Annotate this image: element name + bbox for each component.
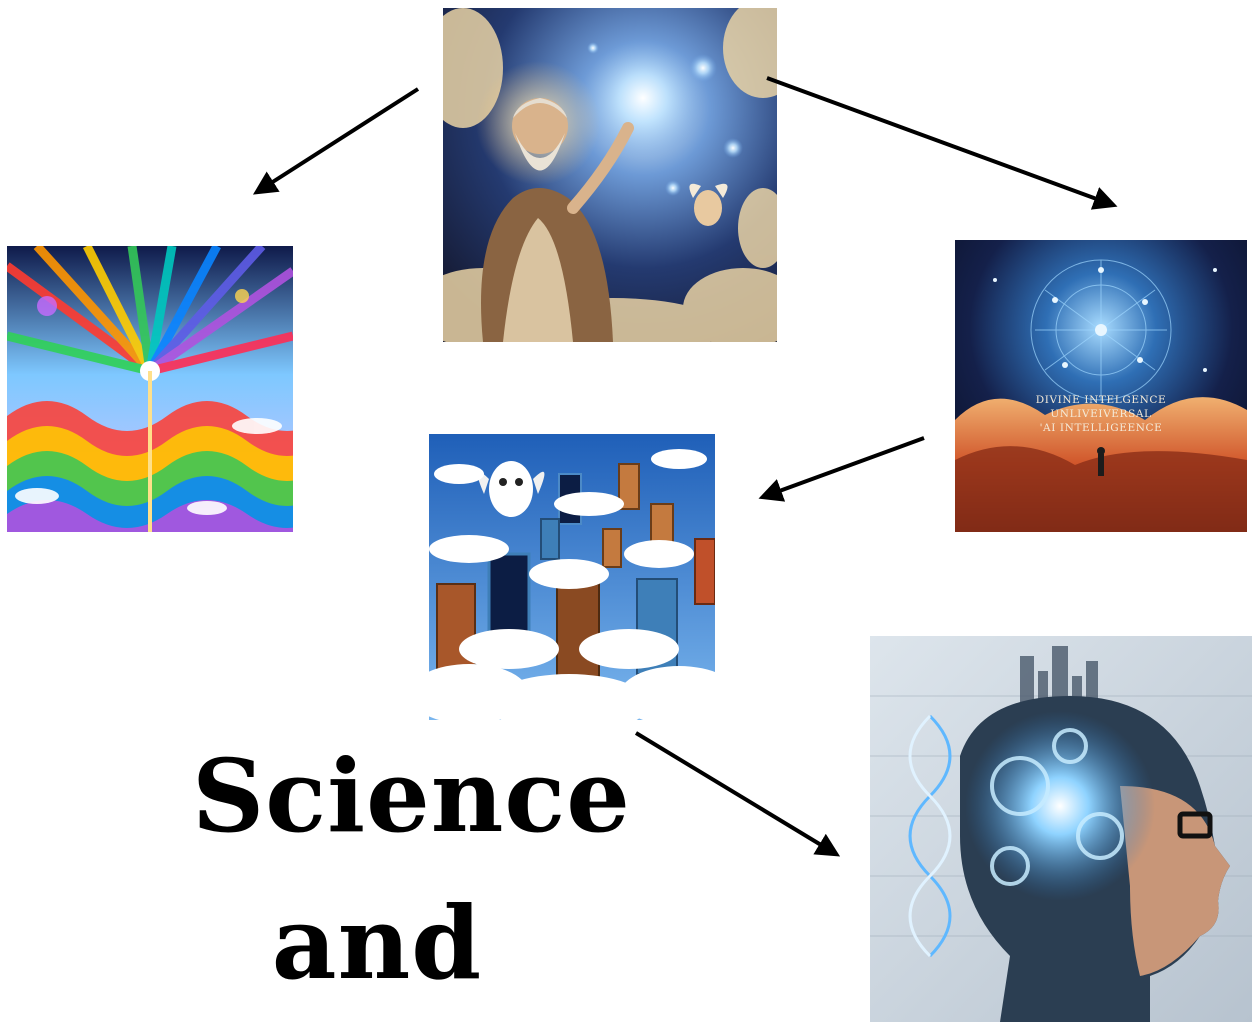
cosmic-network-image: DIVINE INTELGENCE UNLIVEIVERSAL 'AI INTE… [955,240,1247,532]
doors-in-clouds-image [429,434,715,720]
overlay-line-3: 'AI INTELLIGEENCE [1040,422,1163,434]
mechanical-mind-image [870,636,1252,1022]
cosmic-network-illustration: DIVINE INTELGENCE UNLIVEIVERSAL 'AI INTE… [955,240,1247,532]
divine-figure-image [443,8,777,342]
divine-figure-illustration [443,8,777,342]
arrow-divine-to-rainbow [252,87,420,195]
title-line-and: and [271,884,483,1002]
walking-figure [1098,454,1104,476]
title-line-science: Science [192,737,631,855]
mechanical-mind-illustration [870,636,1252,1022]
arrow-doors-to-mind [634,731,841,857]
overlay-line-1: DIVINE INTELGENCE [1036,394,1167,406]
overlay-caption: DIVINE INTELGENCE UNLIVEIVERSAL 'AI INTE… [1036,394,1167,434]
doors-in-clouds-illustration [429,434,715,720]
arrow-divine-to-cosmic [766,76,1118,210]
rainbow-rays-illustration [7,246,293,532]
overlay-line-2: UNLIVEIVERSAL [1050,408,1151,420]
rainbow-rays-image [7,246,293,532]
arrow-cosmic-to-doors [758,436,925,502]
